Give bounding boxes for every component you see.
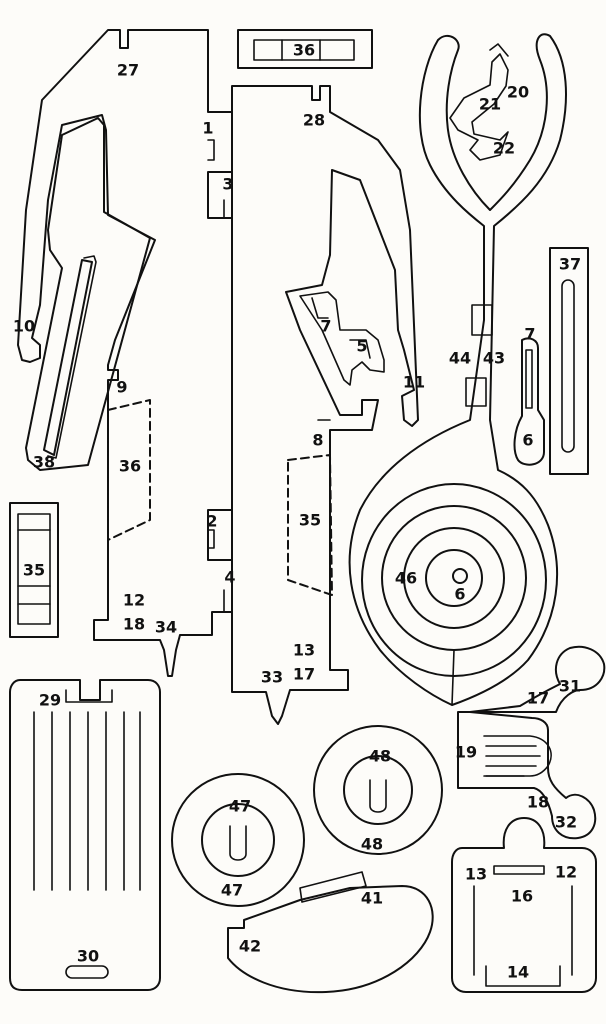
label-13-base: 13 xyxy=(465,865,487,884)
label-1: 1 xyxy=(202,119,213,138)
label-11: 11 xyxy=(403,373,425,392)
label-36-dashed: 36 xyxy=(119,457,141,476)
label-31: 31 xyxy=(559,677,581,696)
label-6-center: 6 xyxy=(454,585,465,604)
part-35-left-strip xyxy=(9,502,59,638)
part-36-top-strip xyxy=(237,29,373,69)
label-9: 9 xyxy=(116,378,127,397)
label-36: 36 xyxy=(293,41,315,60)
label-37: 37 xyxy=(559,255,581,274)
label-18: 18 xyxy=(123,615,145,634)
label-16: 16 xyxy=(511,887,533,906)
label-12: 12 xyxy=(123,591,145,610)
label-44: 44 xyxy=(449,349,471,368)
label-22: 22 xyxy=(493,139,515,158)
label-19: 19 xyxy=(455,743,477,762)
part-41-42-tab xyxy=(227,871,434,994)
label-7-peg: 7 xyxy=(524,325,535,344)
label-13: 13 xyxy=(293,641,315,660)
label-35-dashed: 35 xyxy=(299,511,321,530)
label-48-outer: 48 xyxy=(361,835,383,854)
label-41: 41 xyxy=(361,889,383,908)
label-6-peg: 6 xyxy=(522,431,533,450)
label-28: 28 xyxy=(303,111,325,130)
label-30: 30 xyxy=(77,947,99,966)
part-7-6-peg xyxy=(513,337,545,466)
label-17-comb: 17 xyxy=(527,689,549,708)
label-47-outer: 47 xyxy=(221,881,243,900)
label-2: 2 xyxy=(206,512,217,531)
part-48-disc xyxy=(313,725,443,855)
part-47-disc xyxy=(171,773,305,907)
part-13-12-16-14 xyxy=(451,817,597,993)
label-29: 29 xyxy=(39,691,61,710)
label-43: 43 xyxy=(483,349,505,368)
part-31-19-32-comb xyxy=(457,645,606,840)
label-7: 7 xyxy=(320,317,331,336)
part-37-right-bar xyxy=(549,247,589,475)
label-5: 5 xyxy=(356,337,367,356)
label-27: 27 xyxy=(117,61,139,80)
label-32: 32 xyxy=(555,813,577,832)
label-34: 34 xyxy=(155,618,177,637)
label-38: 38 xyxy=(33,453,55,472)
part-20-46-pick-shape xyxy=(348,33,567,706)
label-33: 33 xyxy=(261,668,283,687)
label-12-base: 12 xyxy=(555,863,577,882)
label-20: 20 xyxy=(507,83,529,102)
label-17: 17 xyxy=(293,665,315,684)
label-3: 3 xyxy=(222,175,233,194)
part-28-middle-body xyxy=(231,85,419,725)
label-8: 8 xyxy=(312,431,323,450)
label-21: 21 xyxy=(479,95,501,114)
label-47-inner: 47 xyxy=(229,797,251,816)
label-18-comb: 18 xyxy=(527,793,549,812)
label-48-inner: 48 xyxy=(369,747,391,766)
part-27-left-body xyxy=(17,29,233,677)
label-10: 10 xyxy=(13,317,35,336)
label-4: 4 xyxy=(224,568,235,587)
part-29-30-board xyxy=(9,679,161,991)
label-42: 42 xyxy=(239,937,261,956)
label-35: 35 xyxy=(23,561,45,580)
part-labels: 27 1 3 10 9 38 36 12 18 34 2 4 36 28 7 5… xyxy=(13,41,581,982)
label-14: 14 xyxy=(507,963,529,982)
label-46: 46 xyxy=(395,569,417,588)
